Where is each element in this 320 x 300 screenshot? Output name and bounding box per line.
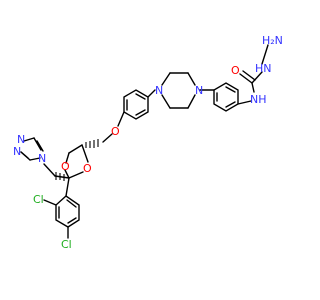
atom-label-n-pip-left: N	[155, 84, 163, 97]
stereo-hash-c4	[85, 139, 99, 148]
atom-label-n-triazole-1: N	[38, 152, 46, 165]
atom-label-n-pip-right: N	[195, 84, 203, 97]
atom-label-cl-para: Cl	[61, 238, 72, 251]
bond-dioxolane-c5-o	[65, 152, 70, 164]
bond-benzene-dc-inner-3	[66, 199, 77, 208]
bond-pip-3	[161, 72, 171, 86]
bond-dioxolane-o-c2a	[64, 169, 70, 179]
atom-label-o-dioxolane-left: O	[61, 160, 70, 173]
bond-aryl-cl-ortho	[43, 199, 57, 206]
bond-dioxolane-o-c4	[81, 144, 89, 163]
bond-benzene-mid-inner-3	[135, 109, 146, 116]
atom-label-hn-hydrazine: HN	[255, 62, 272, 75]
bond-dioxolane-c4-c5	[68, 144, 83, 154]
bond-c-o-double-a	[239, 73, 253, 84]
bond-c-nh-amide	[251, 82, 255, 93]
bond-c2-ch2	[54, 175, 70, 179]
atom-label-n-triazole-4: N	[17, 133, 25, 146]
bond-tri-4	[33, 137, 42, 151]
bond-pip-4	[161, 94, 171, 109]
bond-tri-1	[29, 157, 41, 161]
bond-c2-aryl	[65, 177, 70, 197]
molecule-structure: H₂N HN O NH N N O O O N N N Cl Cl	[13, 34, 283, 251]
atom-label-carbonyl-o: O	[231, 64, 240, 77]
bond-ch2-n-triazole	[43, 163, 56, 177]
atom-labels: H₂N HN O NH N N O O O N N N Cl Cl	[13, 34, 283, 251]
atom-label-h2n: H₂N	[262, 34, 283, 47]
atom-label-o-dioxolane-right: O	[83, 162, 92, 175]
bond-n-pip-aryl	[147, 89, 156, 98]
bond-n-c-urea	[251, 71, 263, 84]
bond-tri-double-2	[20, 151, 29, 159]
bond-o-ch2	[102, 133, 113, 143]
bond-c-o-double-b	[242, 70, 256, 81]
atom-label-o-ether: O	[111, 125, 120, 138]
bond-benzene-right-inner-3	[225, 101, 236, 108]
bond-dioxolane-c2-o	[68, 171, 84, 179]
bond-benzene-dc-inner-2	[67, 217, 77, 224]
bond-aryl-o-ether	[117, 111, 125, 127]
bond-tri-3	[23, 137, 35, 142]
bond-benzene-mid-inner-1	[135, 93, 146, 100]
bond-tri-double-1	[36, 140, 44, 152]
atom-label-nh-amide: NH	[250, 93, 267, 106]
bond-nh-aryl	[237, 100, 252, 105]
stereo-hash-c2	[55, 172, 65, 181]
bond-pip-1	[187, 72, 196, 86]
atom-label-cl-ortho: Cl	[33, 193, 44, 206]
bond-layer	[20, 44, 269, 239]
bond-benzene-right-inner-1	[225, 86, 236, 93]
atom-label-n-triazole-2: N	[13, 145, 21, 158]
bond-n-n-hydrazine	[261, 44, 269, 65]
bond-pip-6	[187, 94, 196, 109]
